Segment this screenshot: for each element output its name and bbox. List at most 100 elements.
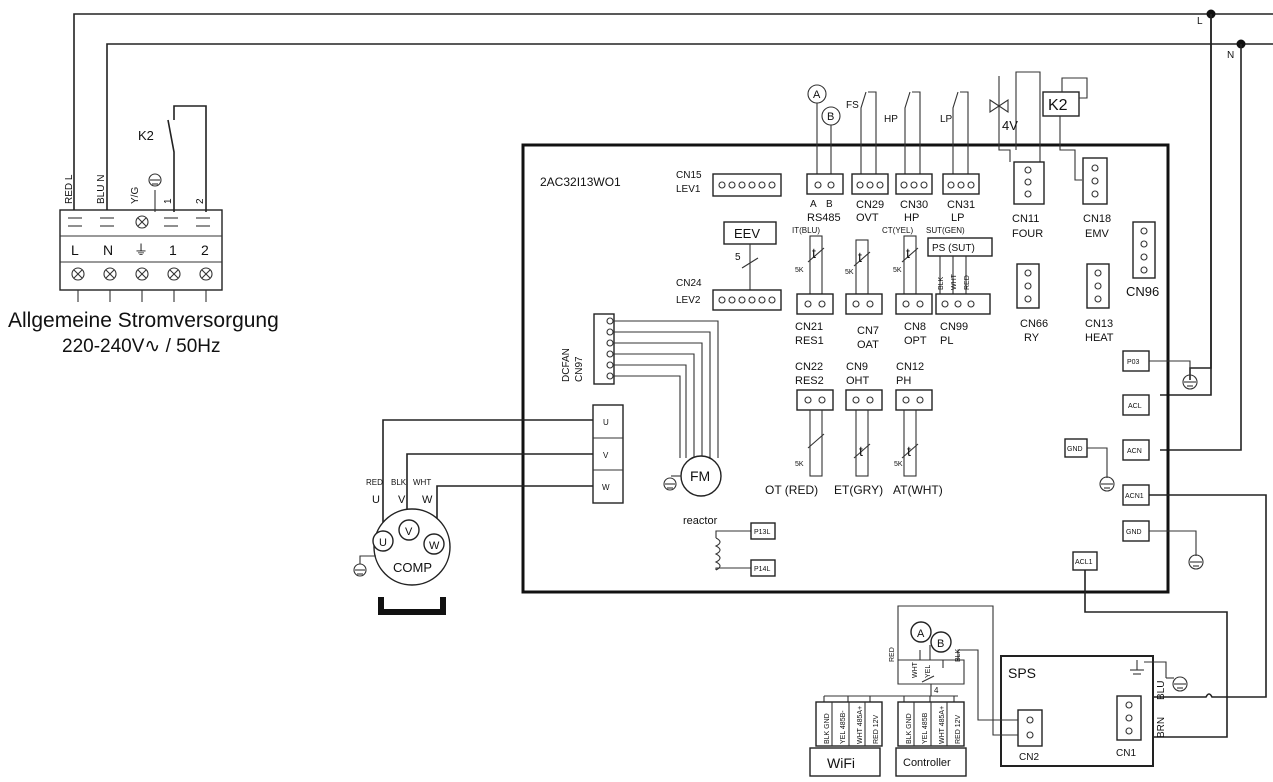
acl1-label: ACL1 [1075, 559, 1093, 566]
terminal-2: 2 [201, 242, 209, 258]
cn31-connector [942, 91, 980, 195]
cn31-label: CN31 [947, 199, 975, 211]
hp-switch-label: HP [884, 114, 898, 125]
dcfan-label: DCFAN [561, 348, 572, 382]
cn7-5k: 5K [845, 269, 854, 276]
ps-wire-blk: BLK [938, 276, 945, 290]
acl-label: ACL [1128, 403, 1142, 410]
cn96-connector [1132, 221, 1156, 279]
line-l-label: L [1197, 16, 1203, 27]
rs485-pin-b: B [826, 199, 833, 210]
cn97-label: CN97 [574, 356, 585, 382]
ground-icon-p03 [1182, 374, 1198, 390]
power-supply-title: Allgemeine Stromversorgung [8, 309, 279, 332]
compressor-terminal-v [398, 519, 420, 541]
sps-label: SPS [1008, 665, 1036, 681]
comp-phase-v: V [398, 494, 406, 506]
compressor [373, 508, 451, 586]
terminal-n: N [103, 242, 113, 258]
cn9-label: CN9 [846, 361, 868, 373]
bus-b-label: B [937, 638, 944, 650]
terminal-l: L [71, 242, 79, 258]
bus-wire-red: RED [889, 647, 896, 662]
controller-label: Controller [903, 757, 951, 769]
comp-v: V [405, 526, 413, 538]
bus-wire-yel: YEL [925, 665, 932, 678]
wifi-box [809, 747, 881, 777]
cn8-5k: 5K [893, 267, 902, 274]
cn12-sensor [895, 389, 933, 477]
oht-label: OHT [846, 375, 870, 387]
lev1-label: LEV1 [676, 184, 701, 195]
cn18-label: CN18 [1083, 213, 1111, 225]
cn21-therm-t: t [812, 245, 816, 261]
ovt-label: OVT [856, 212, 879, 224]
wire-label-red-l: RED L [64, 174, 75, 204]
cn9-therm-t: t [859, 443, 863, 459]
cn21-label: CN21 [795, 321, 823, 333]
bus-wire-count: 4 [934, 686, 939, 695]
wire-label-2: 2 [195, 198, 206, 204]
sps-cn2-label: CN2 [1019, 752, 1039, 763]
cn99-label: CN99 [940, 321, 968, 333]
wifi-connector [815, 701, 883, 747]
fan-motor-label: FM [690, 468, 710, 484]
wifi-label: WiFi [827, 755, 855, 771]
cn12-label: CN12 [896, 361, 924, 373]
acn-label: ACN [1127, 448, 1142, 455]
controller-pin-485a: WHT 485A+ [939, 706, 946, 744]
reactor [714, 522, 776, 577]
cn8-label: CN8 [904, 321, 926, 333]
sps-ground-icon [1130, 660, 1188, 692]
comp-wire-blk: BLK [391, 478, 407, 487]
hp-label: HP [904, 212, 919, 224]
ps-sut-label: PS (SUT) [932, 243, 975, 254]
cn12-5k: 5K [894, 461, 903, 468]
ground-icon-gnd [1099, 476, 1115, 492]
bus-a-label: A [917, 628, 925, 640]
cn66-label: CN66 [1020, 318, 1048, 330]
compressor-terminal-w [423, 533, 445, 555]
comp-phase-w: W [422, 494, 433, 506]
controller-pin-12v: RED 12V [955, 714, 962, 744]
wire-label-1: 1 [163, 198, 174, 204]
pl-label: PL [940, 335, 953, 347]
k2-relay-label: K2 [138, 128, 154, 143]
fs-switch-label: FS [846, 100, 859, 111]
ry-label: RY [1024, 332, 1040, 344]
comp-phase-u: U [372, 494, 380, 506]
gnd-label: GND [1067, 446, 1083, 453]
sps-blu-label: BLU [1156, 681, 1167, 700]
cn96-label: CN96 [1126, 284, 1159, 299]
wire-label-yg: Y/G [130, 187, 141, 204]
terminal-earth: ⏚ [134, 242, 148, 258]
cn8-therm-t: t [906, 245, 910, 261]
uvw-terminals [592, 404, 624, 504]
res2-label: RES2 [795, 375, 824, 387]
controller-box [895, 747, 967, 777]
reactor-label: reactor [683, 515, 718, 527]
fan-ground-icon [663, 475, 681, 491]
four-way-valve [989, 71, 1045, 205]
cn99-sensor [927, 237, 993, 315]
ct-label: CT(YEL) [882, 226, 913, 235]
cn13-connector [1086, 263, 1110, 309]
cn9-sensor [845, 389, 883, 477]
comp-wire-wht: WHT [413, 478, 431, 487]
lev2-label: LEV2 [676, 295, 701, 306]
p14l-label: P14L [754, 566, 770, 573]
controller-connector [897, 701, 965, 747]
sps-cn2-connector [1017, 709, 1043, 747]
compressor-terminal-u [372, 530, 394, 552]
cn21-sensor [796, 235, 834, 315]
eev-wire-count: 5 [735, 252, 741, 263]
bus-wire-wht: WHT [912, 661, 919, 678]
cn97-fan-connector [593, 313, 719, 458]
controller-pin-gnd: BLK GND [906, 713, 913, 744]
cn22-label: CN22 [795, 361, 823, 373]
compressor-mount [378, 597, 446, 615]
cn29-connector [851, 91, 889, 195]
power-terminal-block [59, 209, 223, 302]
cn7-therm-t: t [858, 249, 862, 265]
